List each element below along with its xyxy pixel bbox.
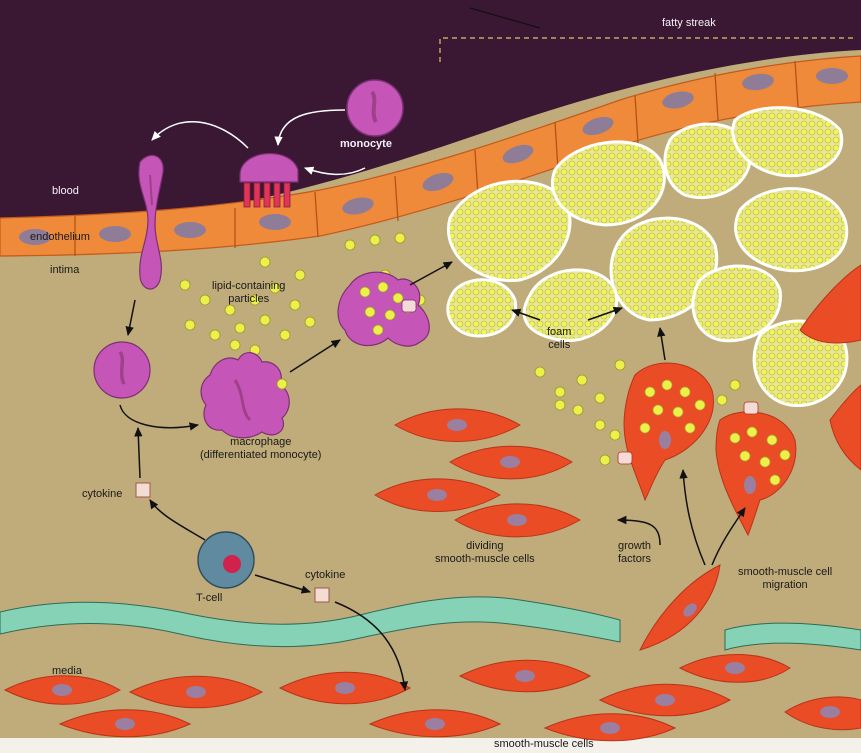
fatty-streak-label: fatty streak	[662, 17, 716, 30]
cytokine-particle-bottom	[315, 588, 329, 602]
growth-factors-label-line2: factors	[618, 553, 651, 566]
dividing-label-line1: dividing	[435, 540, 535, 553]
bottom-margin	[0, 738, 861, 753]
lipid-particles-label-line2: particles	[212, 293, 285, 306]
migration-label-line1: smooth-muscle cell	[738, 566, 832, 579]
migration-label: smooth-muscle cell migration	[738, 566, 832, 592]
cytokine-particle-left	[136, 483, 150, 497]
foam-cells-label: foam cells	[547, 326, 571, 352]
migration-label-line2: migration	[738, 579, 832, 592]
smooth-muscle-cells-label: smooth-muscle cells	[494, 738, 594, 751]
monocyte-label: monocyte	[340, 138, 392, 151]
intima-label: intima	[50, 264, 79, 277]
endothelium-label: endothelium	[30, 231, 90, 244]
foam-cells-label-line1: foam	[547, 326, 571, 339]
dividing-smooth-muscle-label: dividing smooth-muscle cells	[435, 540, 535, 566]
t-cell	[198, 532, 254, 588]
intima-monocyte	[94, 342, 150, 398]
t-cell-label: T-cell	[196, 592, 222, 605]
cytokine-label-bottom: cytokine	[305, 569, 345, 582]
foam-cells-label-line2: cells	[547, 339, 571, 352]
macrophage-label-line2: (differentiated monocyte)	[200, 449, 321, 462]
growth-factors-label-line1: growth	[618, 540, 651, 553]
monocyte-cell	[347, 80, 403, 136]
adhering-monocyte	[240, 154, 298, 207]
blood-label: blood	[52, 185, 79, 198]
dividing-label-line2: smooth-muscle cells	[435, 553, 535, 566]
lipid-particles-label-line1: lipid-containing	[212, 280, 285, 293]
growth-factors-label: growth factors	[618, 540, 651, 566]
macrophage-label: macrophage (differentiated monocyte)	[200, 436, 321, 462]
receptor-particle	[618, 452, 632, 464]
lipid-particles-label: lipid-containing particles	[212, 280, 285, 306]
media-label: media	[52, 665, 82, 678]
macrophage-label-line1: macrophage	[200, 436, 321, 449]
cytokine-label-left: cytokine	[82, 488, 122, 501]
